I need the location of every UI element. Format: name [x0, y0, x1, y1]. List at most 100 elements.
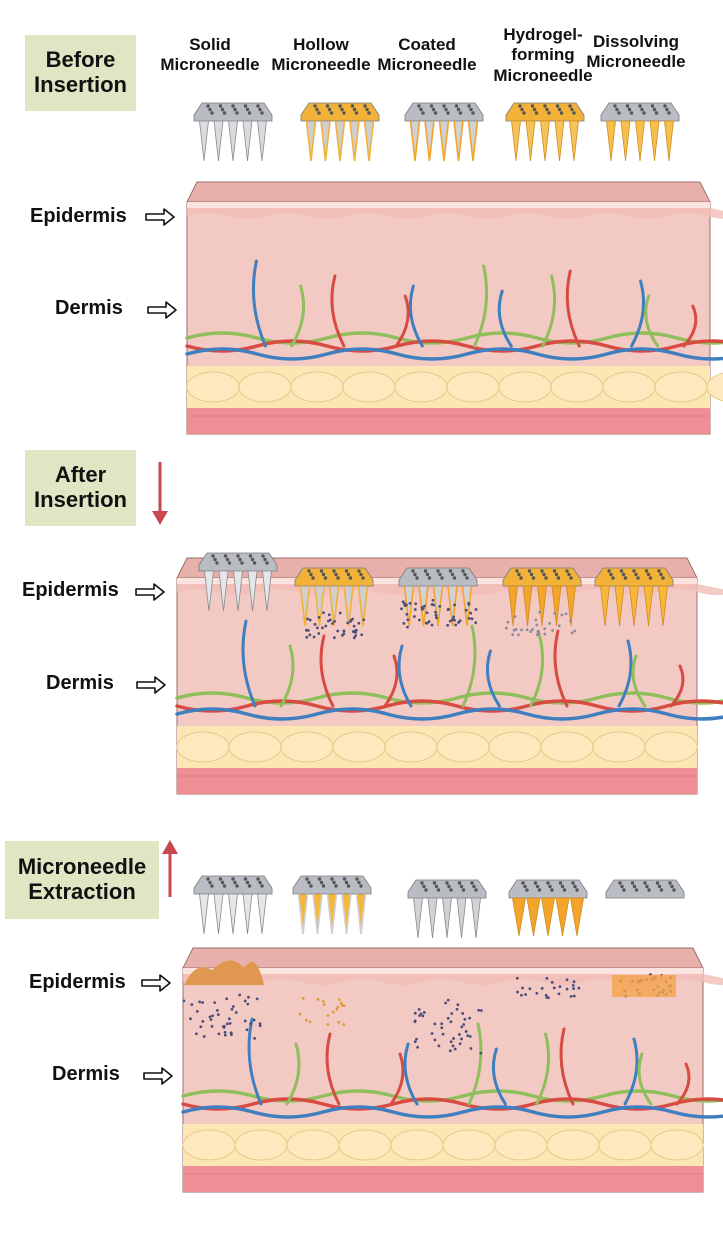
fat-cell — [498, 371, 552, 403]
drug-particle — [417, 618, 421, 622]
drug-particle — [458, 1033, 461, 1036]
solid-microneedle-inserted — [198, 552, 278, 612]
hollow-right-arrow-icon — [135, 583, 165, 601]
needle — [511, 120, 521, 162]
drug-particle — [456, 1003, 460, 1007]
solid-microneedle-extracted — [193, 875, 273, 935]
drug-particle — [535, 623, 539, 627]
needle-coating — [409, 120, 421, 162]
patch-base — [505, 102, 585, 122]
blood-vessel — [181, 1105, 723, 1119]
drug-particle — [543, 632, 547, 636]
patch-hole — [323, 576, 328, 580]
patch-hole — [571, 881, 575, 885]
vessel-branch — [630, 279, 646, 348]
up-arrow-icon — [162, 840, 178, 897]
drug-particle — [201, 1001, 204, 1004]
drug-particle — [308, 1020, 312, 1024]
needle — [199, 120, 209, 162]
layer-label-dermis-before: Dermis — [55, 297, 123, 320]
patch-hole — [542, 572, 546, 577]
patch-hole — [309, 572, 313, 577]
patch-hole — [623, 576, 628, 580]
patch-hole — [663, 104, 667, 108]
patch-hole — [672, 888, 676, 892]
drug-particle — [406, 618, 410, 622]
hypodermis-base — [183, 1166, 703, 1192]
drug-particle — [464, 608, 468, 612]
drug-particle — [520, 993, 523, 997]
drug-particle — [458, 1042, 462, 1046]
needle-coating — [447, 585, 458, 627]
patch-base — [404, 102, 484, 122]
drug-particle — [434, 610, 437, 614]
drug-particle — [525, 628, 529, 632]
patch-hole — [263, 557, 267, 562]
fat-cell — [550, 371, 604, 403]
drug-particle — [573, 629, 577, 633]
vessel-branch — [330, 274, 346, 348]
drug-particle — [448, 1049, 452, 1053]
patch-hole — [223, 554, 228, 558]
patch-hole — [252, 561, 257, 565]
drug-particle — [420, 608, 424, 611]
needle — [635, 120, 645, 162]
epidermis-layer — [183, 968, 703, 974]
drug-particle — [312, 635, 316, 639]
drug-particle — [570, 631, 574, 635]
patch-hole — [307, 569, 311, 573]
drug-particle — [189, 1017, 192, 1021]
hydrogel-forming-microneedle-inserted — [502, 567, 582, 627]
down-arrow-icon — [152, 462, 168, 525]
patch-hole — [562, 888, 567, 892]
epidermis-layer — [187, 202, 710, 208]
dissolving-microneedle-patch — [600, 102, 680, 162]
fat-cell — [384, 731, 438, 763]
drug-particle — [234, 1011, 238, 1014]
needle — [512, 897, 526, 937]
drug-particle — [306, 617, 310, 621]
label-hydrogel-forming-microneedle: Hydrogel- forming Microneedle — [493, 25, 593, 85]
drug-particle — [528, 987, 532, 991]
patch-hole — [440, 576, 444, 580]
drug-particle — [360, 633, 364, 637]
needle-coating — [467, 120, 479, 162]
patch-hole — [458, 111, 463, 115]
patch-hole — [210, 111, 214, 115]
drug-particle — [349, 620, 352, 623]
needle — [540, 120, 550, 162]
dissolving-microneedle-extracted — [605, 879, 685, 899]
drug-particle — [209, 1018, 213, 1022]
patch-hole — [540, 569, 544, 573]
needle-coating — [357, 585, 369, 627]
drug-particle — [511, 633, 515, 636]
drug-particle — [564, 612, 568, 616]
vessel-branch — [491, 1047, 507, 1106]
drug-particle — [246, 1002, 250, 1006]
drug-particle — [229, 1031, 233, 1035]
drug-particle — [569, 994, 573, 998]
drug-particle — [535, 991, 539, 995]
patch-hole — [547, 111, 551, 115]
patch-hole — [243, 104, 248, 108]
needle-coating — [305, 120, 317, 162]
patch-hole — [659, 888, 664, 892]
patch-hole — [634, 572, 638, 577]
drug-particle — [190, 1003, 194, 1007]
stage-label-after-insertion: After Insertion — [25, 450, 136, 526]
label-coated-microneedle: Coated Microneedle — [377, 35, 477, 75]
patch-hole — [363, 104, 367, 108]
hollow-right-arrow-icon — [136, 676, 166, 694]
patch-hole — [445, 881, 449, 885]
needle — [526, 897, 541, 937]
patch-hole — [629, 111, 634, 115]
needle-coating — [297, 893, 309, 935]
patch-hole — [627, 107, 632, 112]
patch-hole — [655, 881, 660, 885]
patch-hole — [344, 569, 349, 573]
drug-particle — [338, 998, 341, 1002]
patch-hole — [617, 111, 621, 115]
patch-hole — [319, 880, 324, 885]
drug-particle — [305, 635, 309, 639]
